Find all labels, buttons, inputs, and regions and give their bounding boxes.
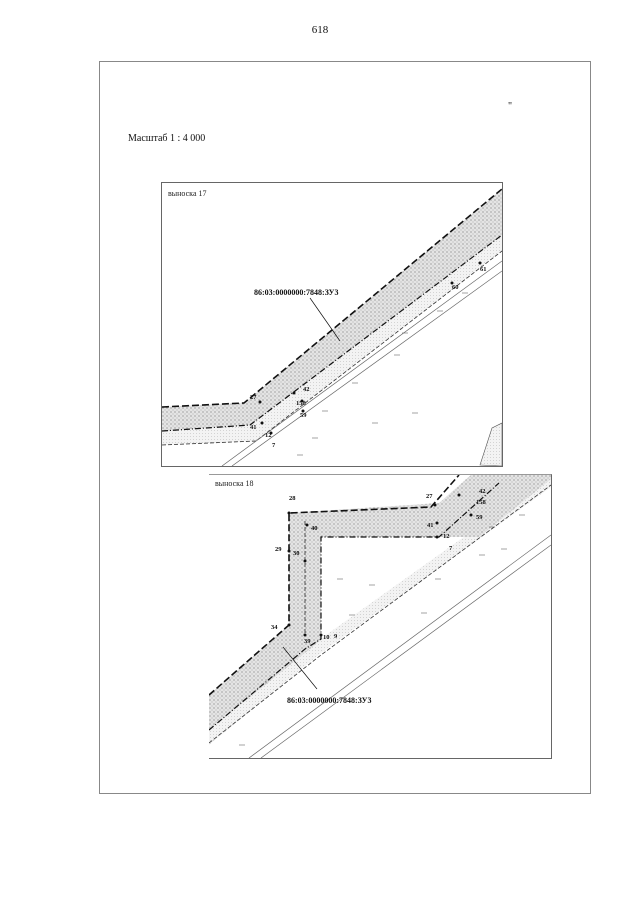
point-12b: 12 (443, 533, 450, 540)
map-panel-17[interactable]: 27 42 158 41 59 12 7 60 61 86:03:0000000… (161, 182, 503, 467)
panel-label-18: выноска 18 (215, 479, 254, 488)
drawing-frame (99, 61, 591, 794)
point-9: 9 (334, 633, 338, 640)
point-61: 61 (480, 266, 487, 273)
panel-label-17: выноска 17 (168, 189, 207, 198)
page-number: 618 (311, 24, 329, 36)
map-drawing-18: 28 40 27 42 158 41 59 12 7 29 30 34 39 1… (209, 475, 551, 758)
point-59b: 59 (476, 514, 483, 521)
point-59: 59 (300, 412, 307, 419)
point-42: 42 (303, 386, 310, 393)
point-28: 28 (289, 495, 296, 502)
point-7: 7 (272, 442, 276, 449)
point-34: 34 (271, 624, 278, 631)
point-60: 60 (452, 284, 459, 291)
scale-label: Масштаб 1 : 4 000 (128, 133, 206, 144)
point-27: 27 (250, 394, 257, 401)
point-158: 158 (296, 400, 307, 407)
parcel-label-17: 86:03:0000000:7848:ЗУ3 (254, 288, 339, 297)
point-41: 41 (250, 424, 257, 431)
point-42b: 42 (479, 488, 486, 495)
header-quote: " (508, 101, 513, 112)
point-7b: 7 (449, 545, 453, 552)
map-panel-18[interactable]: 28 40 27 42 158 41 59 12 7 29 30 34 39 1… (209, 474, 552, 759)
point-41b: 41 (427, 522, 434, 529)
point-30: 30 (293, 550, 300, 557)
point-29: 29 (275, 546, 282, 553)
point-27b: 27 (426, 493, 433, 500)
point-10: 10 (323, 634, 330, 641)
point-40: 40 (311, 525, 318, 532)
point-158b: 158 (476, 499, 487, 506)
point-12: 12 (265, 432, 272, 439)
point-39: 39 (304, 638, 311, 645)
parcel-label-18: 86:03:0000000:7848:ЗУ3 (287, 696, 372, 705)
map-drawing-17: 27 42 158 41 59 12 7 60 61 86:03:0000000… (162, 188, 502, 466)
